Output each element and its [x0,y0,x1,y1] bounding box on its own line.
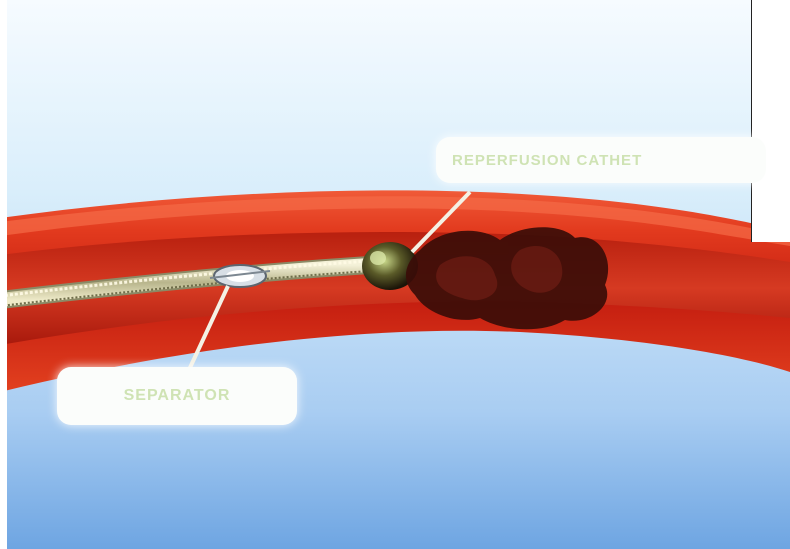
separator-label-text: SEPARATOR [124,387,231,405]
reperfusion-label-text: REPERFUSION CATHET [452,152,642,169]
reperfusion-catheter-label: REPERFUSION CATHET [436,137,766,183]
corner-panel [751,0,790,242]
left-border-strip [0,0,7,549]
separator-label: SEPARATOR [57,367,297,425]
